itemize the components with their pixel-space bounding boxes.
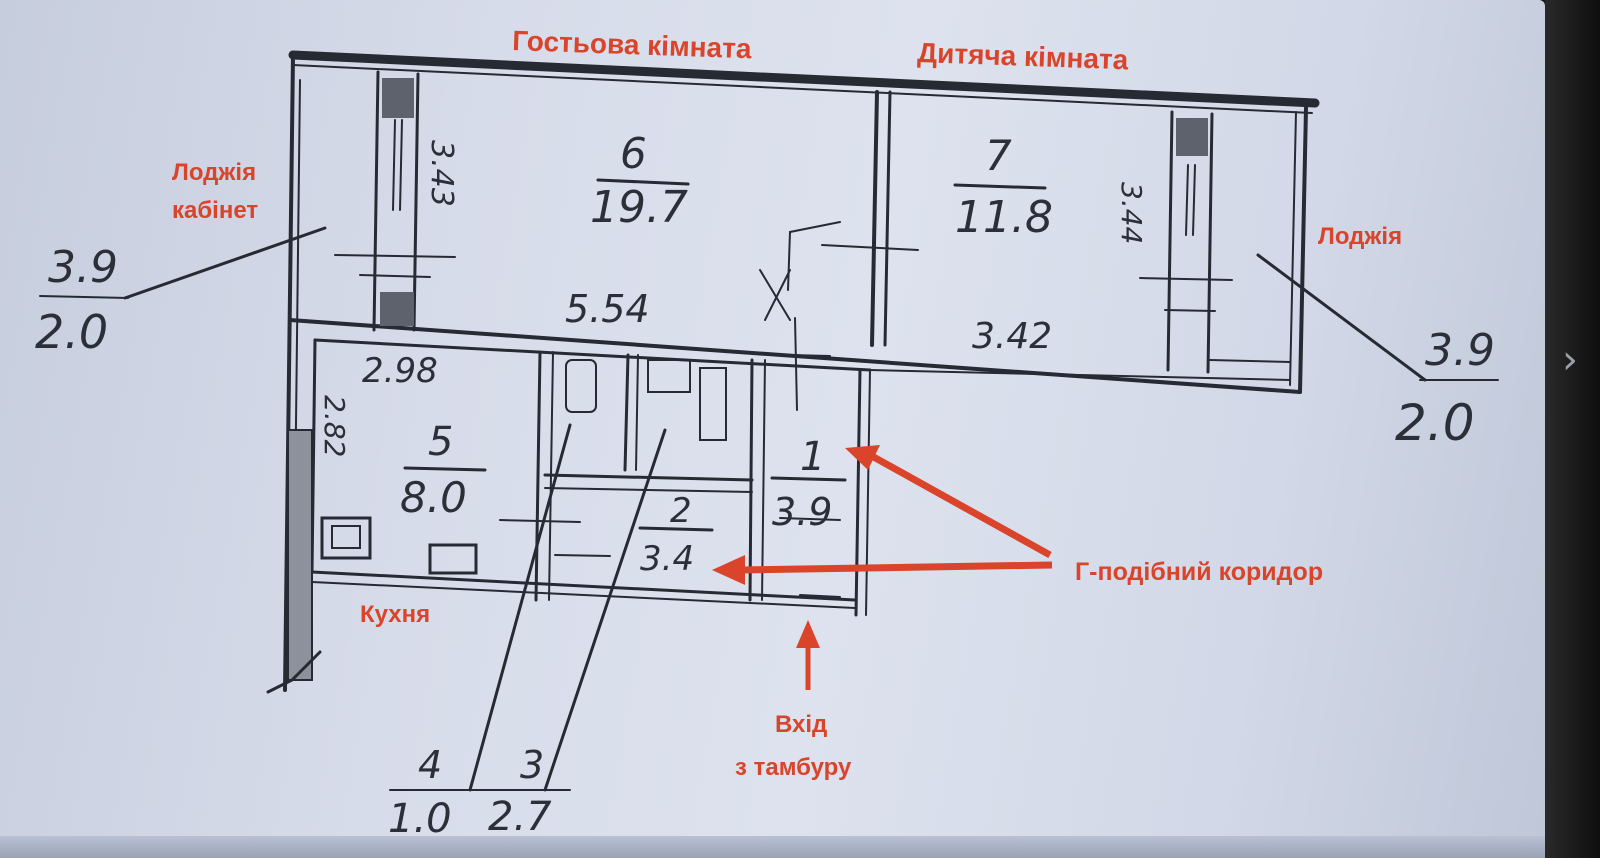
photo-screen bbox=[0, 0, 1545, 858]
dimension-344: 3.44 bbox=[1115, 182, 1148, 244]
room7-number: 7 bbox=[985, 131, 1012, 180]
floor-plan: Гостьова кімната Дитяча кімната Лоджія к… bbox=[35, 25, 1499, 842]
room1-number: 1 bbox=[800, 434, 825, 480]
room-labels: Гостьова кімната Дитяча кімната Лоджія к… bbox=[172, 25, 1402, 781]
screen-bottom-edge bbox=[0, 836, 1545, 858]
label-loggia-office-line1: Лоджія bbox=[172, 159, 256, 186]
label-loggia-right: Лоджія bbox=[1318, 223, 1402, 250]
label-entrance-line1: Вхід bbox=[775, 711, 827, 738]
dimension-298: 2.98 bbox=[362, 351, 438, 391]
room2-number: 2 bbox=[670, 491, 692, 531]
loggia-right-area: 2.0 bbox=[1395, 394, 1475, 452]
handwritten-values: 6 19.7 7 11.8 5 8.0 1 3.9 2 3.4 3 2.7 4 … bbox=[35, 129, 1495, 842]
label-guest-room: Гостьова кімната bbox=[512, 25, 753, 64]
room6-number: 6 bbox=[620, 129, 647, 178]
annotation-arrows bbox=[712, 445, 1053, 690]
room6-area: 19.7 bbox=[590, 182, 688, 233]
plan-walls bbox=[39, 50, 1499, 792]
room4-area: 1.0 bbox=[388, 796, 452, 842]
room7-area: 11.8 bbox=[955, 192, 1053, 243]
room5-area: 8.0 bbox=[400, 473, 467, 522]
room4-number: 4 bbox=[418, 743, 442, 787]
label-kids-room: Дитяча кімната bbox=[917, 37, 1129, 75]
room2-area: 3.4 bbox=[640, 539, 694, 579]
room3-number: 3 bbox=[520, 743, 544, 787]
loggia-left-area: 2.0 bbox=[35, 305, 108, 359]
label-loggia-office-line2: кабінет bbox=[172, 197, 258, 224]
room5-number: 5 bbox=[428, 419, 453, 465]
dimension-282: 2.82 bbox=[318, 395, 351, 457]
loggia-left-number: 3.9 bbox=[48, 242, 118, 293]
label-kitchen: Кухня bbox=[360, 601, 430, 628]
chevron-right-icon[interactable]: › bbox=[1562, 337, 1578, 383]
dimension-554: 5.54 bbox=[565, 287, 650, 331]
room1-area: 3.9 bbox=[772, 490, 832, 534]
label-entrance-line2: з тамбуру bbox=[735, 754, 852, 781]
dimension-342: 3.42 bbox=[972, 316, 1052, 357]
label-corridor: Г-подібний коридор bbox=[1075, 558, 1323, 586]
room3-area: 2.7 bbox=[488, 794, 552, 840]
loggia-right-number: 3.9 bbox=[1425, 325, 1495, 376]
viewer-side-bar bbox=[1545, 0, 1600, 858]
dimension-343: 3.43 bbox=[424, 140, 459, 207]
